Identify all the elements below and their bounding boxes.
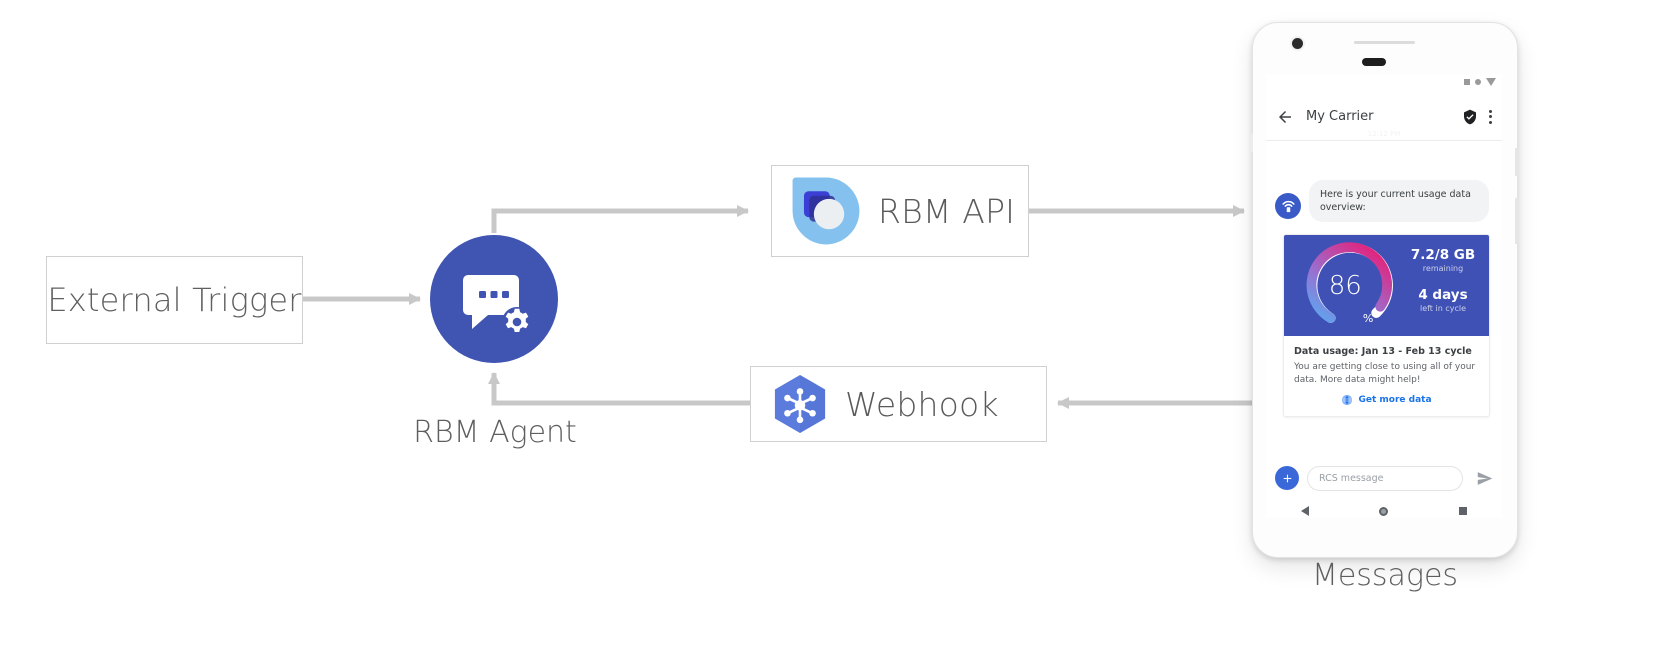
get-more-data-button[interactable]: Get more data — [1294, 386, 1479, 410]
phone-caption-label: Messages — [1311, 558, 1459, 593]
webhook-hexagon-icon — [774, 374, 826, 434]
chat-gear-icon — [463, 275, 532, 337]
cycle-left-value: 4 days — [1418, 287, 1468, 303]
conversation-timestamp: 12:12 PM — [1367, 130, 1401, 138]
plus-glyph — [1283, 474, 1291, 482]
external-trigger-label: External Trigger — [47, 281, 302, 319]
hero-stats: 7.2/8 GB remaining 4 days left in cycle — [1402, 247, 1484, 314]
rbm-api-box[interactable]: RBM API — [771, 165, 1029, 257]
app-bar: My Carrier — [1266, 93, 1502, 141]
rich-card-hero: 86 % 7.2/8 GB remaining 4 days left in c… — [1284, 235, 1489, 336]
back-arrow-icon[interactable] — [1276, 108, 1294, 126]
incoming-message-bubble: Here is your current usage data overview… — [1309, 180, 1489, 222]
carrier-avatar-icon — [1275, 193, 1301, 219]
power-button[interactable] — [1515, 148, 1519, 176]
left-side-button[interactable] — [1249, 134, 1253, 152]
gauge-percent-number: 86 — [1328, 271, 1362, 301]
conversation-area: Here is your current usage data overview… — [1266, 143, 1502, 453]
overflow-dot — [1489, 120, 1492, 124]
globe-icon — [1342, 395, 1353, 405]
nav-back-icon[interactable] — [1301, 506, 1310, 516]
usage-gauge-chart — [1306, 242, 1393, 323]
data-remaining-stat: 7.2/8 GB remaining — [1402, 247, 1484, 274]
nav-recents-icon[interactable] — [1458, 507, 1467, 515]
external-trigger-box[interactable]: External Trigger — [46, 256, 303, 344]
rbm-api-label: RBM API — [878, 191, 1016, 231]
volume-button[interactable] — [1515, 198, 1519, 244]
send-icon[interactable] — [1476, 470, 1493, 487]
wifi-dot-icon — [1475, 79, 1481, 85]
webhook-box[interactable]: Webhook — [750, 366, 1047, 442]
data-remaining-sub: remaining — [1422, 264, 1464, 273]
phone-screen: My Carrier 12:12 PM — [1266, 74, 1502, 518]
webhook-label: Webhook — [845, 384, 999, 424]
verified-shield-icon — [1464, 109, 1476, 124]
rich-card-title: Data usage: Jan 13 - Feb 13 cycle — [1294, 346, 1472, 357]
message-composer: RCS message — [1266, 459, 1502, 497]
connector-agent-to-rbmapi — [491, 205, 749, 233]
cycle-left-stat: 4 days left in cycle — [1402, 287, 1484, 314]
rich-card-description: You are getting close to using all of yo… — [1294, 362, 1476, 385]
status-bar — [1464, 78, 1496, 86]
rbm-agent-node[interactable] — [430, 235, 558, 363]
earpiece-speaker — [1354, 41, 1415, 44]
cycle-left-sub: left in cycle — [1419, 304, 1466, 313]
rcs-message-placeholder: RCS message — [1319, 472, 1384, 484]
android-nav-bar — [1266, 498, 1502, 518]
signal-square-icon — [1464, 79, 1470, 85]
overflow-menu-icon[interactable] — [1489, 109, 1492, 124]
connector-webhook-to-agent — [488, 372, 750, 406]
rich-card-body: Data usage: Jan 13 - Feb 13 cycle You ar… — [1284, 336, 1489, 416]
get-more-data-label: Get more data — [1358, 395, 1432, 405]
earpiece-grille — [1362, 58, 1386, 66]
phone-mockup: My Carrier 12:12 PM — [1249, 22, 1519, 558]
wifi-tower-icon — [1281, 200, 1295, 212]
nav-home-icon[interactable] — [1379, 506, 1389, 516]
gauge-percent-symbol: % — [1362, 312, 1374, 325]
gauge-percent-value: 86 % — [1306, 241, 1396, 331]
rcs-message-input[interactable]: RCS message — [1307, 465, 1463, 491]
rbm-agent-label: RBM Agent — [413, 415, 577, 450]
rich-card[interactable]: 86 % 7.2/8 GB remaining 4 days left in c… — [1283, 234, 1490, 417]
rbm-api-logo — [792, 177, 860, 245]
front-camera-icon — [1292, 38, 1303, 49]
battery-triangle-icon — [1486, 78, 1496, 86]
overflow-dot — [1489, 109, 1492, 113]
incoming-message-text: Here is your current usage data overview… — [1320, 189, 1471, 213]
overflow-dot — [1489, 115, 1492, 118]
plus-icon[interactable] — [1275, 466, 1299, 490]
data-remaining-value: 7.2/8 GB — [1410, 247, 1476, 263]
app-bar-title: My Carrier — [1306, 109, 1374, 124]
